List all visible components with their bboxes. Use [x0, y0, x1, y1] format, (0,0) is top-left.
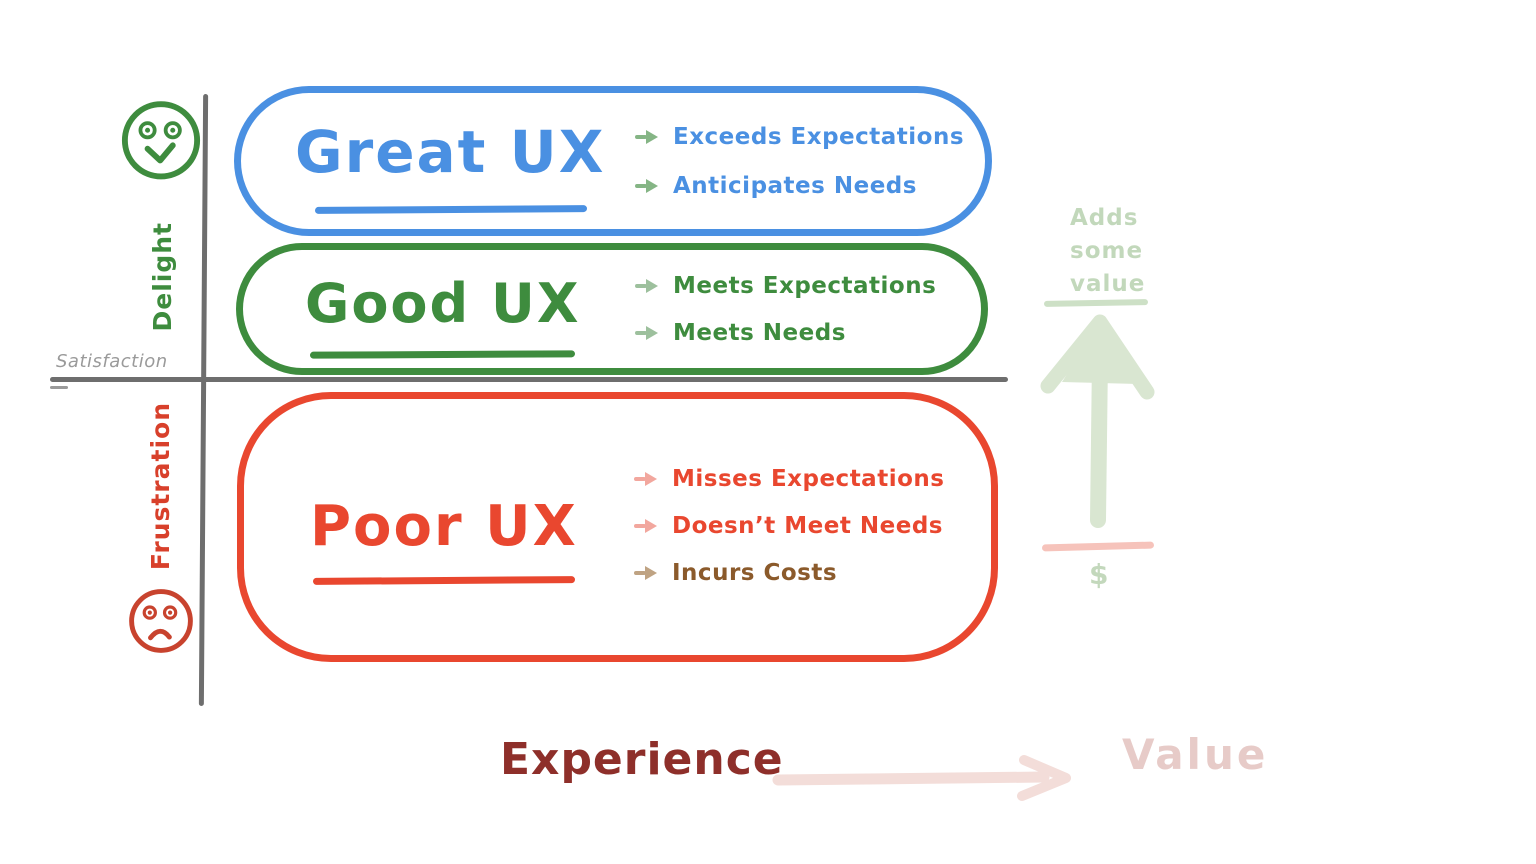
- poor-ux-bullet-list: Misses Expectations Doesn’t Meet Needs I…: [634, 465, 944, 606]
- bullet-item: Meets Needs: [635, 319, 936, 347]
- value-line: value: [1070, 271, 1146, 297]
- x-axis-line: [50, 377, 1008, 382]
- bullet-item: Incurs Costs: [634, 559, 944, 587]
- bullet-item: Misses Expectations: [634, 465, 944, 493]
- bullet-item: Meets Expectations: [635, 272, 936, 300]
- value-gain-line: [1043, 299, 1149, 307]
- good-ux-underline: [309, 350, 576, 359]
- bullet-text: Doesn’t Meet Needs: [672, 513, 943, 539]
- great-ux-underline: [314, 205, 588, 214]
- right-block-arrow-icon: [635, 326, 658, 340]
- right-block-arrow-icon: [635, 130, 658, 144]
- bullet-text: Misses Expectations: [672, 466, 945, 492]
- good-ux-title: Good UX: [305, 272, 581, 335]
- x-axis-tick: [50, 386, 68, 389]
- bullet-text: Anticipates Needs: [673, 173, 917, 199]
- right-block-arrow-icon: [634, 566, 657, 580]
- y-axis-line: [198, 93, 209, 707]
- great-ux-bullet-list: Exceeds Expectations Anticipates Needs: [635, 123, 964, 221]
- poor-ux-title: Poor UX: [310, 494, 578, 559]
- poor-ux-underline: [312, 576, 576, 585]
- sad-face-icon: [129, 589, 193, 653]
- happy-face-icon: [121, 101, 201, 180]
- right-block-arrow-icon: [635, 279, 658, 293]
- bullet-item: Doesn’t Meet Needs: [634, 512, 944, 540]
- x-axis-label: Satisfaction: [56, 351, 168, 372]
- adds-some-value-label: Adds some value: [1070, 202, 1145, 301]
- value-label: Value: [1122, 730, 1269, 779]
- bullet-item: Exceeds Expectations: [635, 123, 964, 151]
- adds-line: Adds: [1070, 205, 1139, 231]
- experience-label: Experience: [500, 734, 784, 785]
- up-arrow-icon: [1040, 314, 1155, 528]
- bullet-text: Meets Needs: [673, 320, 846, 346]
- right-block-arrow-icon: [635, 179, 658, 193]
- bullet-text: Incurs Costs: [672, 560, 838, 586]
- experience-to-value-arrow-icon: [772, 755, 1071, 801]
- great-ux-title: Great UX: [295, 118, 606, 186]
- right-block-arrow-icon: [634, 519, 657, 533]
- good-ux-bullet-list: Meets Expectations Meets Needs: [635, 272, 936, 366]
- good-ux-box: Good UX Meets Expectations Meets Needs: [236, 243, 988, 375]
- dollar-symbol: $: [1089, 558, 1109, 591]
- y-axis-top-label: Delight: [148, 222, 177, 332]
- bullet-text: Exceeds Expectations: [673, 124, 965, 150]
- bullet-item: Anticipates Needs: [635, 172, 964, 200]
- right-block-arrow-icon: [634, 472, 657, 486]
- poor-ux-box: Poor UX Misses Expectations Doesn’t Meet…: [237, 392, 998, 662]
- some-line: some: [1070, 238, 1144, 264]
- bullet-text: Meets Expectations: [673, 273, 937, 299]
- great-ux-box: Great UX Exceeds Expectations Anticipate…: [234, 86, 992, 236]
- value-loss-line: [1041, 541, 1155, 552]
- y-axis-bottom-label: Frustration: [146, 402, 175, 571]
